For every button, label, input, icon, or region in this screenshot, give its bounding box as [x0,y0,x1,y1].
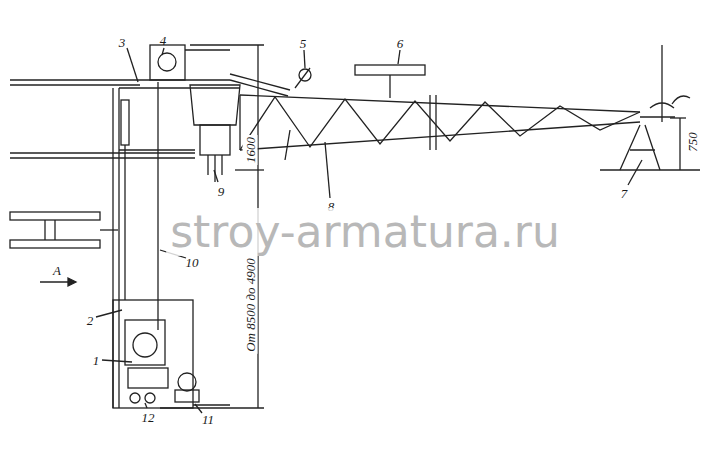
dimension-text: От 8500 до 4900 [243,256,258,354]
callout-number: 11 [202,413,214,426]
callout-number: 10 [186,256,199,269]
callout-number: 7 [621,187,628,200]
dimension-text: 750 [685,130,700,154]
callout-number: 5 [300,37,307,50]
watermark: stroy-armatura.ru [166,208,564,256]
view-letter: А [53,264,61,277]
dimension-text: 1600 [243,135,258,165]
callout-number: 1 [93,354,100,367]
callout-number: 2 [87,314,94,327]
callout-number: 6 [397,37,404,50]
callout-number: 9 [218,185,225,198]
callout-number: 12 [142,411,155,424]
callout-number: 3 [119,36,126,49]
callout-number: 4 [160,34,167,47]
